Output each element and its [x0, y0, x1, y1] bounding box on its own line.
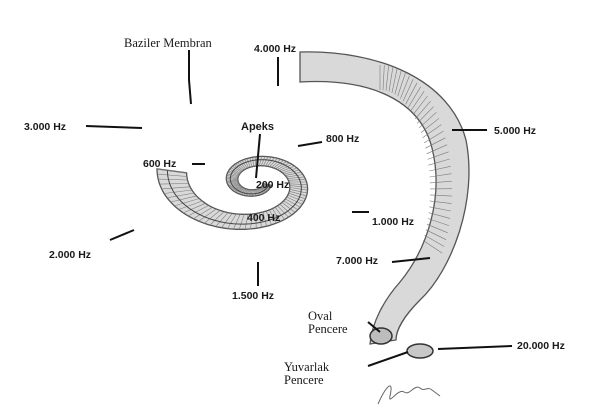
label-600hz: 600 Hz	[143, 159, 176, 170]
label-4000hz: 4.000 Hz	[254, 44, 296, 55]
spiral-band	[157, 156, 308, 229]
label-yuvarlak-pencere: Yuvarlak Pencere	[284, 361, 352, 387]
round-window	[407, 344, 433, 358]
label-2000hz: 2.000 Hz	[49, 250, 91, 261]
base-tube-shape	[300, 52, 469, 344]
label-1500hz: 1.500 Hz	[232, 291, 274, 302]
label-3000hz: 3.000 Hz	[24, 122, 66, 133]
leader-yuvarlak	[368, 352, 408, 366]
leader-3000	[86, 126, 142, 128]
label-200hz: 200 Hz	[256, 180, 289, 191]
label-oval-pencere: Oval Pencere	[308, 310, 358, 336]
label-800hz: 800 Hz	[326, 134, 359, 145]
leader-20000	[438, 346, 512, 349]
cochlea-base-tube	[300, 52, 469, 344]
leader-baziler	[189, 50, 191, 104]
cochlea-spiral	[157, 156, 308, 229]
leader-2000	[110, 230, 134, 240]
label-400hz: 400 Hz	[247, 213, 280, 224]
label-baziler-membran: Baziler Membran	[124, 37, 212, 50]
label-1000hz: 1.000 Hz	[372, 217, 414, 228]
leader-800	[298, 142, 322, 146]
label-20000hz: 20.000 Hz	[517, 341, 565, 352]
label-7000hz: 7.000 Hz	[336, 256, 378, 267]
oval-window	[370, 328, 392, 344]
label-apeks: Apeks	[241, 122, 274, 133]
label-5000hz: 5.000 Hz	[494, 126, 536, 137]
artist-signature	[378, 386, 440, 404]
